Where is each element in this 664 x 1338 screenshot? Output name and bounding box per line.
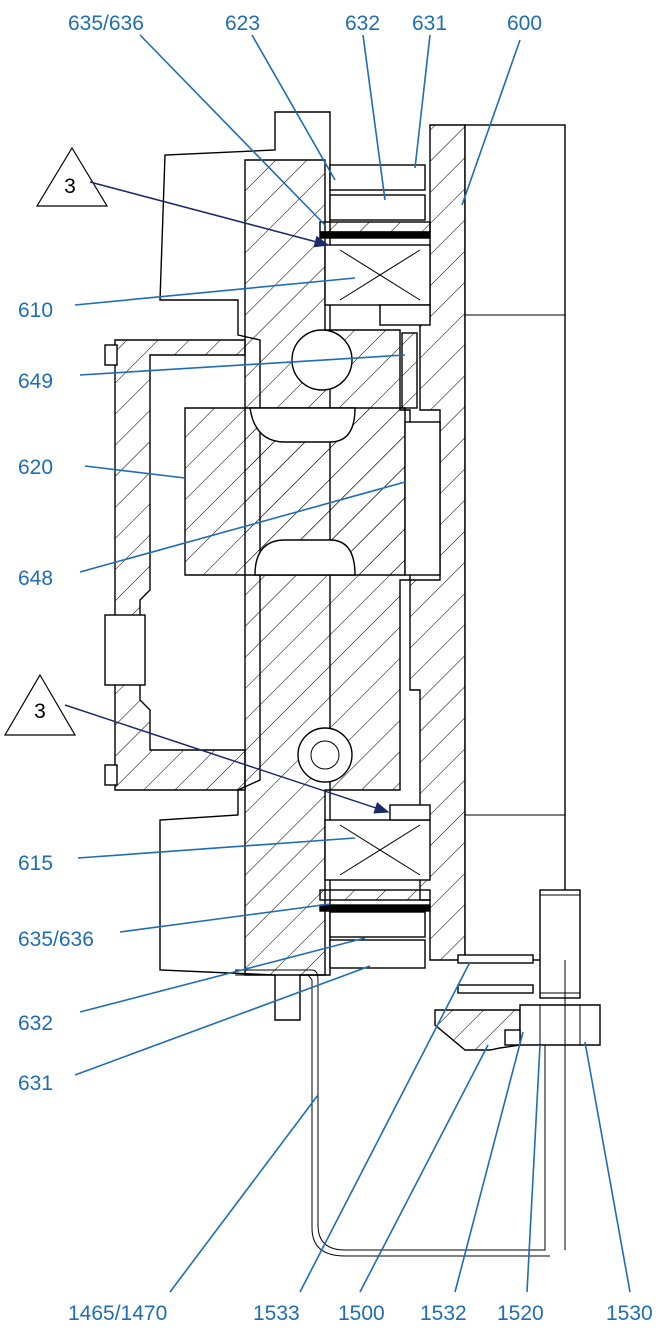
callout-620: 620: [18, 456, 53, 479]
svg-text:3: 3: [64, 175, 76, 198]
callout-600: 600: [507, 12, 542, 35]
callout-1532: 1532: [420, 1302, 467, 1325]
callout-632-left: 632: [18, 1012, 53, 1035]
leader-lines: [74, 34, 631, 1293]
housing-assembly: [104, 111, 601, 1257]
callout-1533: 1533: [253, 1302, 300, 1325]
callout-631-top: 631: [412, 12, 447, 35]
callout-1465-1470: 1465/1470: [68, 1302, 167, 1325]
callout-610: 610: [18, 299, 53, 322]
callout-615: 615: [18, 852, 53, 875]
callout-631-left: 631: [18, 1072, 53, 1095]
callout-labels-left: 610 649 620 648 615 635/636 632 631: [18, 299, 94, 1095]
callout-635-636-left: 635/636: [18, 928, 94, 951]
callout-649: 649: [18, 370, 53, 393]
callout-labels-top: 635/636 623 632 631 600: [68, 12, 542, 35]
reference-triangle-top: 3: [35, 146, 330, 248]
reference-triangle-bottom: 3: [3, 673, 390, 814]
callout-1520: 1520: [497, 1302, 544, 1325]
callout-labels-bottom: 1465/1470 1533 1500 1532 1520 1530: [68, 1302, 653, 1325]
callout-623: 623: [225, 12, 260, 35]
callout-648: 648: [18, 567, 53, 590]
callout-1530: 1530: [606, 1302, 653, 1325]
svg-text:3: 3: [34, 700, 46, 723]
callout-635-636-top: 635/636: [68, 12, 144, 35]
callout-1500: 1500: [338, 1302, 385, 1325]
callout-632-top: 632: [345, 12, 380, 35]
